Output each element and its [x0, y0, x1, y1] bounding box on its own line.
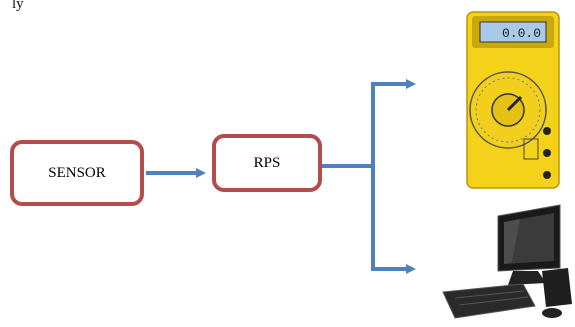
- rps-node: RPS: [212, 134, 322, 192]
- top-text-fragment: ly: [12, 0, 24, 12]
- multimeter-display-value: 0.0.0: [502, 26, 541, 41]
- rps-label: RPS: [253, 155, 281, 171]
- computer-icon: [442, 204, 572, 319]
- multimeter-icon: 0.0.0: [466, 11, 560, 189]
- sensor-node: SENSOR: [10, 140, 144, 206]
- sensor-label: SENSOR: [48, 164, 106, 181]
